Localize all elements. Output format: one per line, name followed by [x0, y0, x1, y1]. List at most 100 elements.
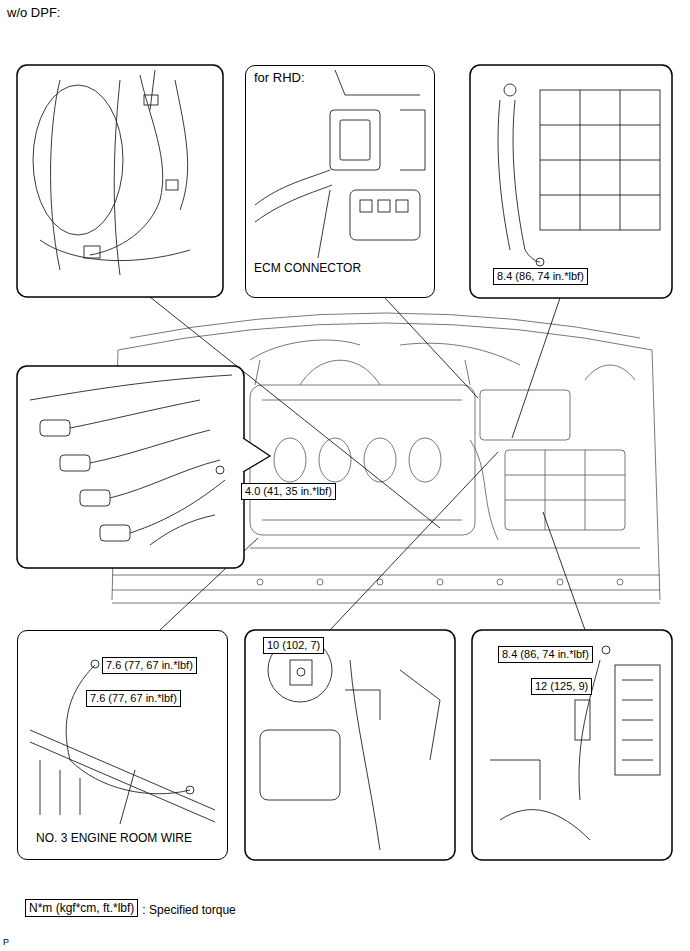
legend-text: : Specified torque: [142, 903, 235, 917]
torque-value: 10 (102, 7): [267, 639, 320, 651]
engine-bay: [300, 360, 380, 385]
ecm-sketch: [255, 185, 332, 222]
intake-pipe-sketch: [84, 246, 100, 258]
engine-room-wire-sketch: [40, 760, 80, 815]
fuse-box-sketch: [540, 90, 660, 230]
engine-room-wire-sketch: [30, 730, 215, 822]
ecm-sketch: [255, 70, 425, 258]
engine-bay: [112, 575, 660, 603]
inset-panel: [472, 630, 672, 860]
torque-value: 4.0 (41, 35 in.*lbf): [245, 485, 332, 497]
fuse-box-sketch: [498, 100, 525, 250]
intake-pipe-sketch: [40, 240, 190, 261]
ecm-sketch: [360, 200, 372, 212]
leader-line: [512, 298, 560, 438]
bracket-sketch: [297, 668, 305, 676]
injector-sketch: [30, 375, 232, 400]
intake-pipe-sketch: [33, 70, 190, 275]
engine-bay: [274, 438, 306, 482]
intake-pipe-sketch: [51, 80, 120, 275]
bracket-sketch: [260, 730, 340, 800]
injector-sketch: [60, 455, 90, 471]
panel-label: NO. 3 ENGINE ROOM WIRE: [36, 831, 192, 845]
ecm-sketch: [378, 200, 390, 212]
torque-value: 8.4 (86, 74 in.*lbf): [502, 648, 589, 660]
engine-room-wire-sketch: [30, 660, 215, 824]
injector-sketch: [40, 420, 70, 436]
engine-bay: [497, 579, 503, 585]
inset-panel: [245, 630, 455, 860]
title: w/o DPF:: [7, 5, 60, 20]
ecm-sketch: [340, 120, 370, 160]
inset-panel: [17, 65, 223, 297]
torque-box: 8.4 (86, 74 in.*lbf): [493, 268, 588, 285]
intake-pipe-sketch: [150, 70, 188, 210]
engine-bay: [480, 390, 570, 440]
inset-panel: [17, 366, 244, 568]
engine-bay: [470, 365, 635, 540]
torque-value: 7.6 (77, 67 in.*lbf): [90, 692, 177, 704]
engine-room-wire-sketch: [66, 665, 190, 794]
torque-box: 12 (125, 9): [531, 678, 592, 695]
fuse-box-sketch: [536, 258, 544, 266]
intake-pipe-sketch: [144, 95, 158, 105]
ecm-sketch: [255, 170, 330, 205]
injector-sketch: [100, 525, 130, 541]
battery-terminal-sketch: [622, 680, 653, 760]
battery-terminal-sketch: [575, 700, 590, 740]
torque-value: 7.6 (77, 67 in.*lbf): [106, 659, 193, 671]
inset-panel: [470, 65, 672, 298]
intake-pipe-sketch: [166, 180, 178, 190]
torque-box: 8.4 (86, 74 in.*lbf): [498, 646, 593, 663]
leader-line: [543, 512, 585, 630]
engine-bay: [364, 438, 396, 482]
engine-bay: [505, 450, 625, 530]
ecm-sketch: [335, 70, 420, 95]
engine-bay: [262, 400, 462, 520]
panel-label: for RHD:: [254, 70, 305, 85]
engine-bay: [250, 340, 520, 365]
torque-box: 4.0 (41, 35 in.*lbf): [241, 483, 336, 500]
torque-box: 10 (102, 7): [263, 637, 324, 654]
leader-line: [385, 298, 478, 398]
page-mark: P: [3, 937, 9, 947]
engine-bay: [437, 579, 443, 585]
engine-bay: [257, 579, 263, 585]
inset-panel: [17, 630, 228, 860]
panel-pointer: [243, 438, 270, 472]
inset-panel: NO. 3 ENGINE ROOM WIRE 7.6 (77, 67 in.*lb…: [17, 630, 228, 860]
bracket-sketch: [260, 638, 440, 850]
engine-room-wire-sketch: [91, 660, 99, 668]
engine-room-wire-sketch: [186, 786, 194, 794]
inset-panel: [17, 65, 672, 860]
torque-value: 12 (125, 9): [535, 680, 588, 692]
engine-bay: [409, 438, 441, 482]
torque-box: 7.6 (77, 67 in.*lbf): [86, 690, 181, 707]
ecm-sketch: [350, 190, 420, 240]
fuse-box-sketch: [504, 84, 516, 96]
engine-bay: [118, 323, 652, 350]
injector-sketch: [216, 466, 224, 474]
fuse-box-sketch: [540, 90, 660, 230]
ecm-sketch: [330, 110, 380, 170]
battery-terminal-sketch: [490, 646, 660, 840]
engine-bay: [317, 579, 323, 585]
injector-sketch: [30, 375, 232, 545]
fuse-box-sketch: [525, 250, 540, 262]
torque-box: 7.6 (77, 67 in.*lbf): [102, 657, 197, 674]
panel-label: ECM CONNECTOR: [254, 261, 361, 275]
torque-unit-sample: N*m (kgf*cm, ft.*lbf): [25, 899, 138, 917]
legend-entry: : Specified torque: [142, 900, 235, 918]
bracket-sketch: [345, 670, 440, 760]
injector-sketch: [150, 515, 215, 545]
bracket-sketch: [350, 660, 380, 850]
engine-bay: [255, 360, 470, 385]
engine-bay: [617, 579, 623, 585]
panel-pointer: [243, 438, 270, 472]
inset-panel: for RHD: ECM CONNECTOR: [245, 65, 435, 298]
ecm-sketch: [396, 200, 408, 212]
inset-panel: [245, 65, 435, 298]
battery-terminal-sketch: [615, 665, 660, 775]
